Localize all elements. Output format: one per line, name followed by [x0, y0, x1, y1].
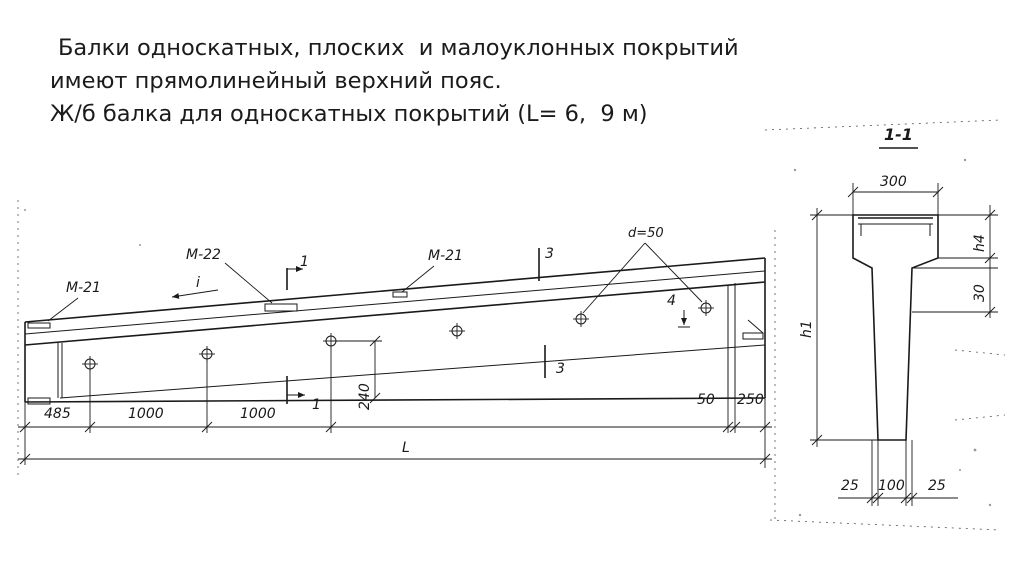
leader-m22 — [224, 262, 273, 304]
slope-arrow — [171, 289, 219, 299]
dim-right-tick-2 — [984, 252, 996, 264]
dim-300-label: 300 — [880, 174, 907, 190]
span-label: L — [402, 440, 410, 456]
section-mark-bottom-label: 1 — [312, 397, 321, 413]
dim-1000-a: 1000 — [128, 406, 164, 422]
support-plate-leader — [747, 319, 764, 334]
bottom-chord — [24, 397, 766, 403]
support-plate — [742, 332, 764, 340]
hole — [698, 300, 714, 316]
dim-240-tick-bottom — [369, 392, 381, 404]
section-outline — [852, 214, 939, 441]
top-chord-upper — [24, 257, 766, 323]
dim-250: 250 — [737, 392, 764, 408]
dim-h1-tick-bottom — [811, 434, 823, 446]
flange-bottom — [24, 281, 766, 346]
label-m21-left: М-21 — [66, 280, 101, 296]
slope-label: i — [196, 275, 200, 291]
hole-leader-1 — [582, 242, 646, 314]
scan-noise — [17, 119, 1006, 531]
dim-25-right: 25 — [928, 478, 946, 494]
hole — [199, 346, 215, 362]
dim-right-tick-1 — [984, 209, 996, 221]
hole — [449, 323, 465, 339]
beam-elevation: М-21 М-22 М-21 i 1 1 3 3 4 — [24, 226, 766, 413]
dim-bottom-tick-2 — [872, 492, 884, 504]
dim-h4-label: h4 — [972, 234, 988, 252]
hole-group — [82, 300, 714, 372]
dim-25-left: 25 — [841, 478, 859, 494]
leader-m21-mid — [401, 265, 435, 293]
dim-240-tick-top — [369, 335, 381, 347]
elevation-dimensions: 485 1000 1000 50 250 L — [18, 347, 772, 468]
embedded-part-m21-left — [27, 322, 51, 329]
section-1-1: 1-1 300 h4 30 h1 — [799, 125, 998, 506]
section-title: 1-1 — [884, 125, 913, 144]
dim-100: 100 — [878, 478, 905, 494]
span-tick-right — [759, 453, 771, 465]
embedded-part-m22 — [264, 303, 298, 312]
title-line-1: Балки односкатных, плоских и малоуклонны… — [58, 35, 739, 61]
title-line-3: Ж/б балка для односкатных покрытий (L= 6… — [50, 101, 648, 127]
dim-right-tick-3 — [984, 306, 996, 318]
hole-leader-2 — [644, 242, 703, 303]
cut-mark-bottom-label: 3 — [556, 361, 565, 377]
dim-1000-b: 1000 — [240, 406, 276, 422]
leader-m21-left — [47, 297, 79, 322]
section-mark-top-label: 1 — [300, 254, 309, 270]
hole — [573, 311, 589, 327]
dim-30-label: 30 — [972, 284, 988, 302]
dim-bottom-tick-3 — [900, 492, 912, 504]
section-rebar-lines — [858, 223, 933, 236]
dim-bottom-tick-4 — [906, 492, 918, 504]
chain-ticks — [19, 421, 771, 433]
hole-diameter-label: d=50 — [628, 226, 664, 241]
bottom-plate — [27, 397, 51, 405]
dim-485: 485 — [44, 406, 71, 422]
slide-title: Балки односкатных, плоских и малоуклонны… — [50, 32, 810, 131]
label-m21-mid: М-21 — [428, 248, 463, 264]
embedded-part-m21-mid — [392, 291, 408, 298]
point-mark-label: 4 — [667, 293, 676, 309]
dim-50: 50 — [697, 392, 715, 408]
top-chord-lower — [24, 270, 766, 335]
dim-300-tick-left — [847, 186, 859, 198]
dim-bottom-tick-1 — [866, 492, 878, 504]
dim-h1-label: h1 — [799, 320, 815, 338]
dim-300-tick-right — [932, 186, 944, 198]
cut-mark-top-label: 3 — [545, 246, 554, 262]
label-m22: М-22 — [186, 247, 221, 263]
title-line-2: имеют прямолинейный верхний пояс. — [50, 68, 502, 94]
span-tick-left — [19, 453, 31, 465]
bottom-haunch-line — [59, 344, 766, 399]
hole — [82, 356, 98, 372]
dim-240-label: 240 — [357, 383, 373, 410]
dim-h1-tick-top — [811, 209, 823, 221]
